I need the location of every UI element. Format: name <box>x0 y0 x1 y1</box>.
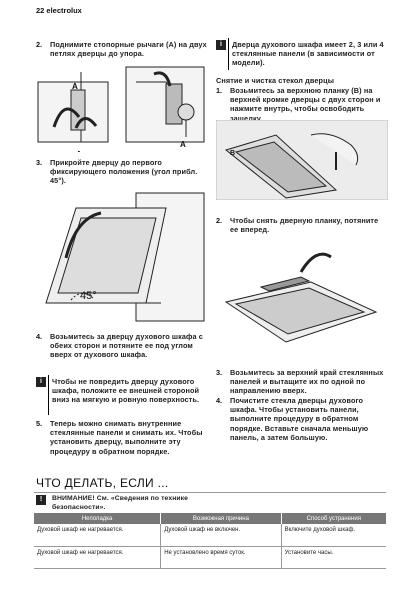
note-divider <box>228 38 229 70</box>
table-cell: Не установлено время суток. <box>160 546 282 569</box>
table-header: Способ устранения <box>281 513 386 524</box>
step-text: Чтобы снять дверную планку, потяните ее … <box>230 216 379 235</box>
label-a-left: A <box>72 82 78 91</box>
troubleshooting-table: Неполадка Возможная причина Способ устра… <box>34 513 386 569</box>
table-row: Духовой шкаф не нагревается. Духовой шка… <box>34 524 386 547</box>
door-tilt-figure <box>45 192 205 322</box>
warning-icon: ! <box>36 495 46 505</box>
label-a: A <box>76 150 82 152</box>
label-a-right: A <box>180 140 186 149</box>
note-text: Чтобы не повредить дверцу духового шкафа… <box>52 377 200 405</box>
table-cell: Установите часы. <box>281 546 386 569</box>
table-row: Духовой шкаф не нагревается. Не установл… <box>34 546 386 569</box>
step-text: Теперь можно снимать внутренние стеклянн… <box>50 419 203 456</box>
step-text: Возьмитесь за верхнюю планку (B) на верх… <box>230 86 381 123</box>
table-cell: Духовой шкаф не нагревается. <box>34 524 162 547</box>
step-number: 2. <box>36 40 43 49</box>
step-text: Поднимите стопорные рычаги (A) на двух п… <box>50 40 207 59</box>
section-subheading: Снятие и чистка стекол дверцы <box>216 76 335 85</box>
step-number: 5. <box>36 419 43 428</box>
step-number: 2. <box>216 216 223 225</box>
table-cell: Духовой шкаф не включен. <box>160 524 282 547</box>
table-cell: Включите духовой шкаф. <box>281 524 386 547</box>
table-cell: Духовой шкаф не нагревается. <box>34 546 162 569</box>
step-text: Возьмитесь за дверцу духового шкафа с об… <box>50 332 203 360</box>
door-clip-figure <box>216 120 388 200</box>
table-header: Неполадка <box>34 513 162 524</box>
warning-text: ВНИМАНИЕ! См. «Сведения по технике безоп… <box>52 495 189 511</box>
angle-label: 45° <box>80 290 97 302</box>
table-header: Возможная причина <box>160 513 282 524</box>
note-divider <box>48 375 49 415</box>
step-text: Почистите стекла дверцы духового шкафа. … <box>230 396 369 442</box>
label-b: B <box>230 150 236 157</box>
info-icon: i <box>216 40 226 50</box>
glass-removal-figure <box>224 252 378 343</box>
step-number: 4. <box>216 396 223 405</box>
info-icon: i <box>36 377 46 387</box>
step-number: 3. <box>216 368 223 377</box>
note-text: Дверца духового шкафа имеет 2, 3 или 4 с… <box>232 40 384 68</box>
step-number: 1. <box>216 86 223 95</box>
hinge-figure: A <box>37 66 205 152</box>
step-number: 3. <box>36 158 43 167</box>
section-title: ЧТО ДЕЛАТЬ, ЕСЛИ ... <box>36 476 169 490</box>
step-number: 4. <box>36 332 43 341</box>
step-text: Прикройте дверцу до первого фиксирующего… <box>50 158 198 186</box>
step-text: Возьмитесь за верхний край стеклянных па… <box>230 368 384 396</box>
section-rule <box>34 492 386 493</box>
page-header: 22 electrolux <box>36 6 82 15</box>
